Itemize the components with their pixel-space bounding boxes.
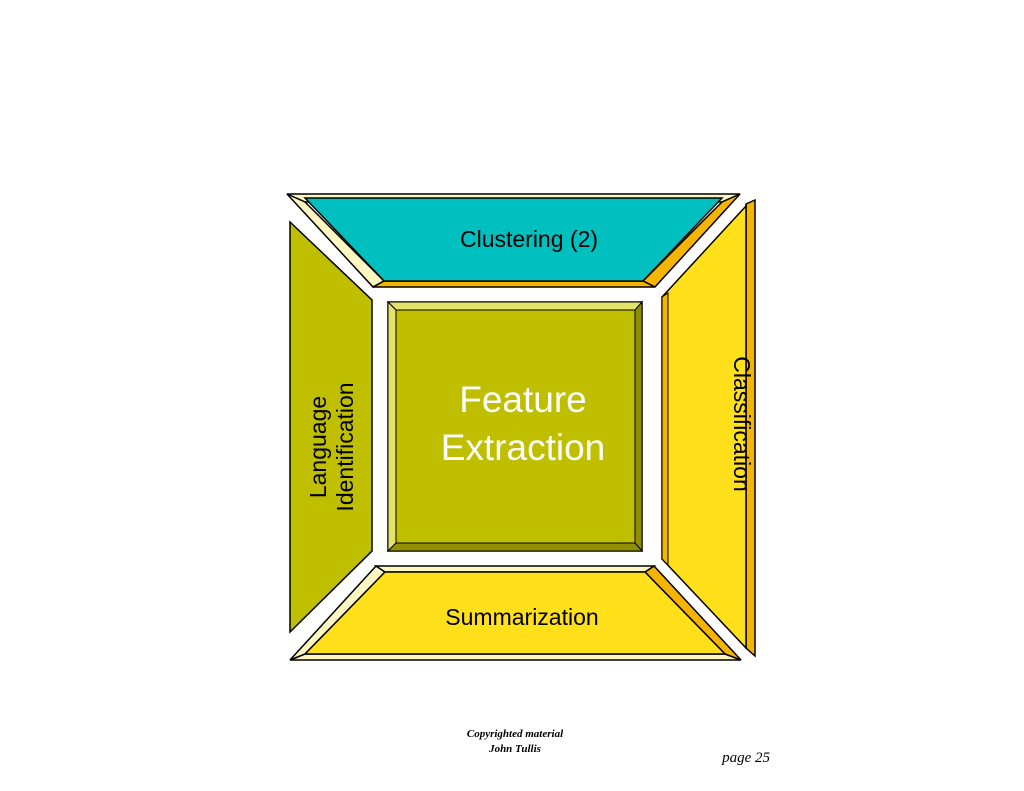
summarization-panel-face xyxy=(303,571,727,655)
summarization-panel-top-bevel xyxy=(373,565,657,573)
summarization-label: Summarization xyxy=(445,604,598,630)
clustering-label: Clustering (2) xyxy=(460,226,598,252)
feature-extraction-box: Feature Extraction xyxy=(386,300,644,553)
feature-extraction-label-line1: Feature xyxy=(459,379,587,420)
feature-extraction-label-line2: Extraction xyxy=(441,427,606,468)
classification-panel-inner-bevel xyxy=(661,292,669,567)
author-text: John Tullis xyxy=(489,743,541,755)
feature-extraction-bevel-left xyxy=(387,300,397,553)
language-identification-label-line1: Language xyxy=(305,396,331,498)
clustering-panel: Clustering (2) xyxy=(286,193,741,288)
feature-extraction-bevel-bottom xyxy=(386,542,644,552)
feature-extraction-face xyxy=(395,309,636,544)
copyright-text: Copyrighted material xyxy=(466,728,564,740)
feature-extraction-bevel-right xyxy=(634,300,643,553)
language-identification-panel-face xyxy=(289,220,373,634)
summarization-panel: Summarization xyxy=(289,565,742,661)
language-identification-label-line2: Identification xyxy=(332,382,358,511)
clustering-panel-face xyxy=(303,197,724,282)
classification-label: Classification xyxy=(729,356,755,492)
clustering-panel-bottom-bevel xyxy=(372,280,656,288)
summarization-panel-pale-edge xyxy=(289,653,742,661)
page-number: page 25 xyxy=(722,750,770,766)
copyright-footer: Copyrighted material John Tullis xyxy=(430,727,600,757)
language-identification-panel: Language Identification xyxy=(289,220,373,634)
classification-panel: Classification xyxy=(661,198,756,658)
feature-extraction-bevel-top xyxy=(386,301,644,311)
